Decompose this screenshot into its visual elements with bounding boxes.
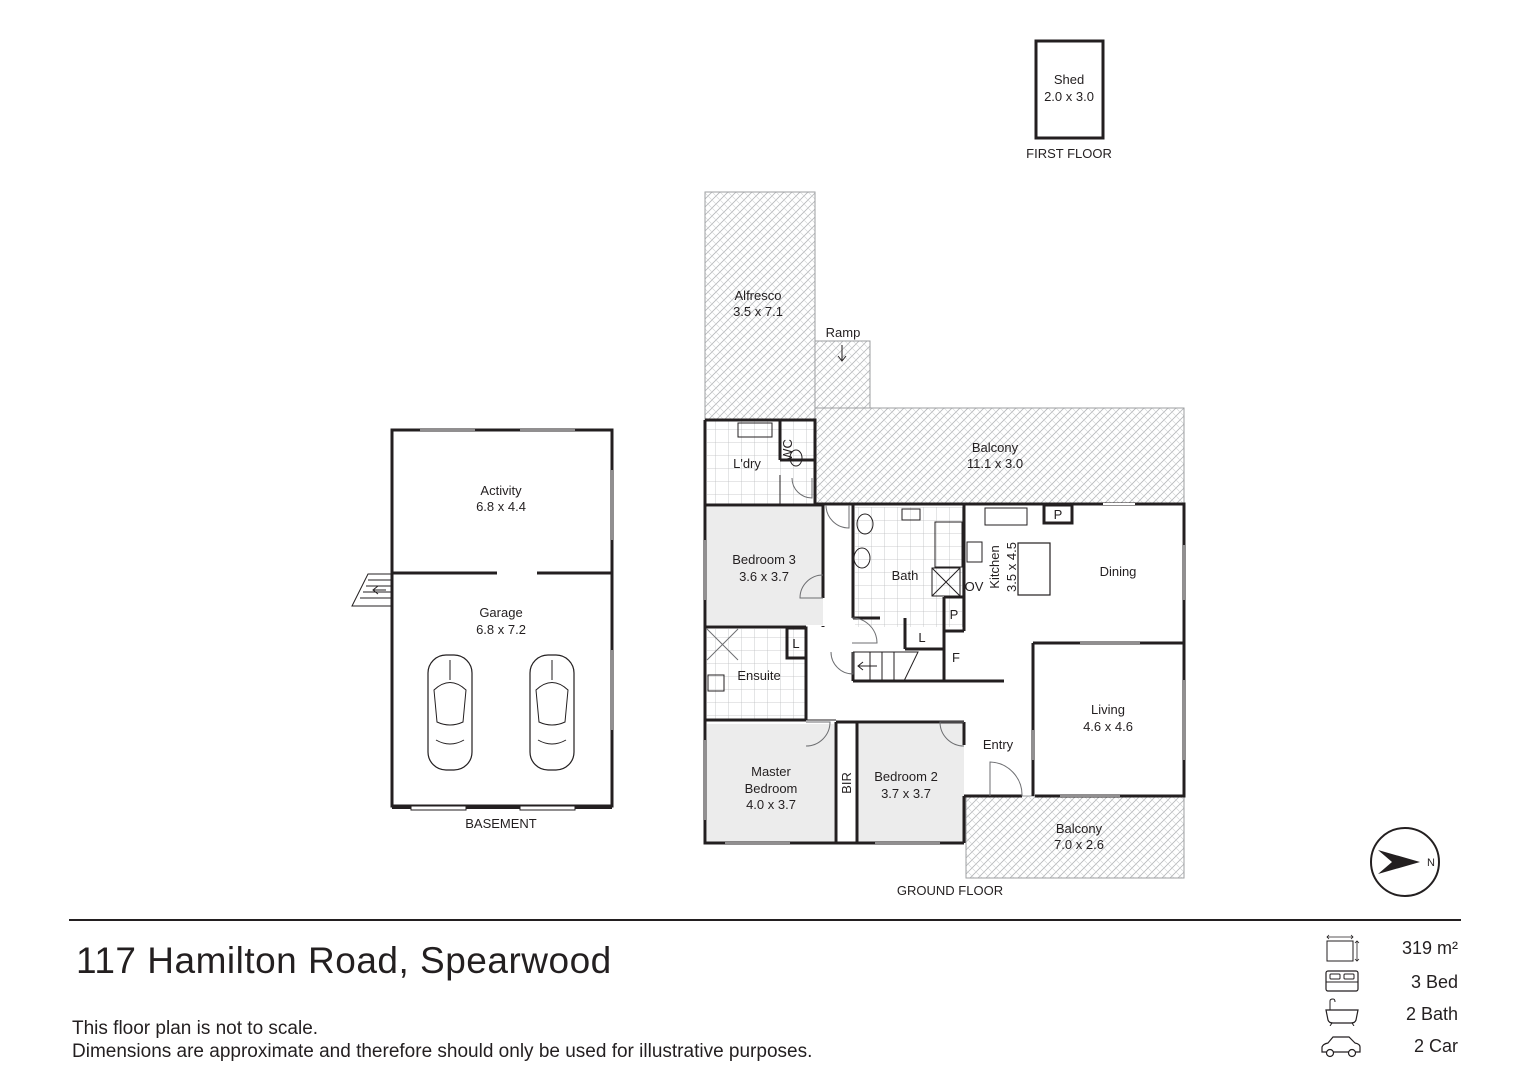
compass-icon: N xyxy=(1370,827,1440,897)
basement-plan: Activity 6.8 x 4.4 Garage 6.8 x 7.2 xyxy=(351,428,614,811)
bath-count: 2 Bath xyxy=(1405,1004,1458,1024)
bedroom3-dims: 3.6 x 3.7 xyxy=(739,569,789,584)
floor-plan: Shed 2.0 x 3.0 FIRST FLOOR xyxy=(351,39,1440,898)
car-left-icon xyxy=(427,654,473,771)
bedroom3-label: Bedroom 3 xyxy=(732,552,796,567)
wc-label: WC xyxy=(780,439,795,461)
alfresco-label: Alfresco xyxy=(735,288,782,303)
first-floor-label: FIRST FLOOR xyxy=(1026,146,1112,161)
entry-label: Entry xyxy=(983,737,1014,752)
garage-dims: 6.8 x 7.2 xyxy=(476,622,526,637)
footer-divider xyxy=(69,919,1461,921)
ground-floor-label: GROUND FLOOR xyxy=(897,883,1003,898)
balcony-front-area xyxy=(965,795,1185,879)
shed-room: Shed 2.0 x 3.0 xyxy=(1034,39,1105,140)
linen-label-bath: L xyxy=(918,630,925,645)
dining-label: Dining xyxy=(1100,564,1137,579)
bed-icon xyxy=(1325,970,1359,992)
ramp-label: Ramp xyxy=(826,325,861,340)
disclaimer-line-1: This floor plan is not to scale. xyxy=(72,1018,319,1039)
master-dims: 4.0 x 3.7 xyxy=(746,797,796,812)
property-address: 117 Hamilton Road, Spearwood xyxy=(76,940,612,981)
basement-label: BASEMENT xyxy=(465,816,537,831)
garage-label: Garage xyxy=(479,605,522,620)
shed-dims: 2.0 x 3.0 xyxy=(1044,89,1094,104)
laundry-label: L'dry xyxy=(733,456,761,471)
oven-label: OV xyxy=(965,579,984,594)
ensuite-label: Ensuite xyxy=(737,668,780,683)
car-right-icon xyxy=(529,654,575,771)
balcony-front-dims: 7.0 x 2.6 xyxy=(1054,837,1104,852)
balcony-top-dims: 11.1 x 3.0 xyxy=(967,456,1023,471)
bed-count: 3 Bed xyxy=(1410,972,1458,992)
car-icon xyxy=(1321,1036,1361,1058)
pantry-label-side: P xyxy=(950,607,959,622)
kitchen-label: Kitchen xyxy=(987,545,1002,588)
linen-label-ensuite: L xyxy=(792,636,799,651)
ground-floor-plan: Alfresco 3.5 x 7.1 Ramp Balcony 11.1 x 3… xyxy=(703,191,1186,879)
alfresco-area xyxy=(704,191,816,421)
bir-label: BIR xyxy=(839,772,854,794)
bedroom2-label: Bedroom 2 xyxy=(874,769,938,784)
shed-label: Shed xyxy=(1054,72,1084,87)
compass-north-label: N xyxy=(1427,857,1435,869)
master-label-1: Master xyxy=(751,764,791,779)
living-label: Living xyxy=(1091,702,1125,717)
balcony-top-label: Balcony xyxy=(972,440,1019,455)
pantry-label-top: P xyxy=(1054,507,1063,522)
alfresco-dims: 3.5 x 7.1 xyxy=(733,304,783,319)
bath-label: Bath xyxy=(892,568,919,583)
fridge-label: F xyxy=(952,650,960,665)
bedroom2-dims: 3.7 x 3.7 xyxy=(881,786,931,801)
living-dims: 4.6 x 4.6 xyxy=(1083,719,1133,734)
master-label-2: Bedroom xyxy=(745,781,798,796)
disclaimer-line-2: Dimensions are approximate and therefore… xyxy=(72,1041,813,1062)
floor-area-value: 319 m² xyxy=(1401,938,1458,958)
floor-area-icon xyxy=(1326,934,1360,962)
car-count: 2 Car xyxy=(1413,1036,1458,1056)
activity-dims: 6.8 x 4.4 xyxy=(476,499,526,514)
kitchen-dims: 3.5 x 4.5 xyxy=(1004,542,1019,592)
activity-label: Activity xyxy=(480,483,522,498)
bath-icon xyxy=(1325,998,1359,1026)
balcony-front-label: Balcony xyxy=(1056,821,1103,836)
